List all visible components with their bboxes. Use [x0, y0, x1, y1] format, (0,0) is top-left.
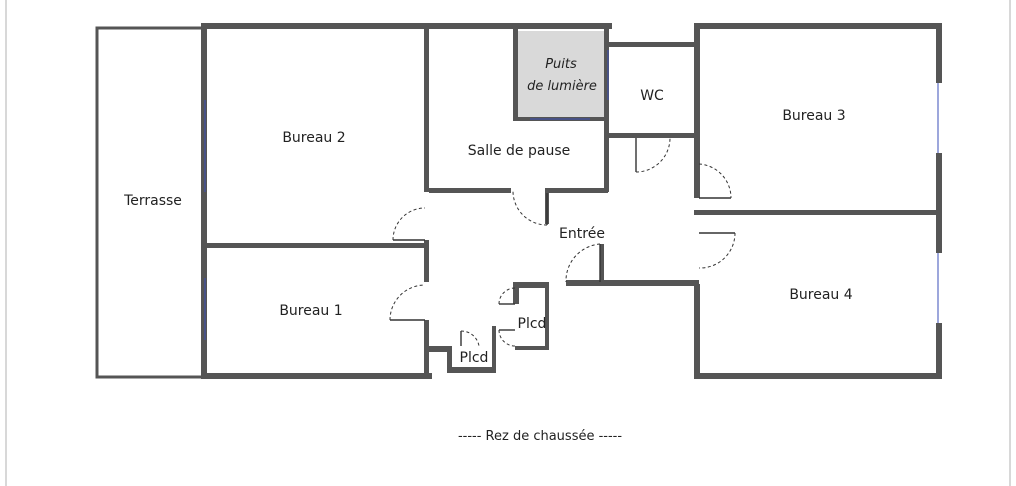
- label-salle-de-pause: Salle de pause: [468, 143, 571, 159]
- label-terrasse: Terrasse: [123, 193, 182, 209]
- door-wc-arc: [635, 137, 671, 173]
- door-entree-arc: [565, 243, 601, 283]
- door-bureau3-arc: [698, 163, 732, 199]
- label-plcd-upper: Plcd: [518, 316, 547, 332]
- door-plcd-upper2-arc: [498, 329, 516, 347]
- door-bureau4-arc: [698, 232, 736, 269]
- label-plcd-lower: Plcd: [460, 350, 489, 366]
- label-bureau4: Bureau 4: [789, 287, 852, 303]
- doors: [389, 137, 736, 347]
- door-plcd-lower-arc: [460, 330, 480, 347]
- walls: [201, 23, 942, 379]
- label-bureau2: Bureau 2: [282, 130, 345, 146]
- label-wc: WC: [640, 88, 664, 104]
- door-bureau1-arc: [389, 284, 426, 321]
- door-bureau2-arc: [392, 207, 426, 241]
- label-bureau1: Bureau 1: [279, 303, 342, 319]
- terrasse-outline: [95, 26, 201, 379]
- label-puits-line2: de lumière: [527, 79, 597, 94]
- door-plcd-upper-arc: [498, 287, 516, 305]
- plan-caption: ----- Rez de chaussée -----: [458, 429, 622, 444]
- label-puits-line1: Puits: [545, 57, 577, 72]
- label-entree: Entrée: [559, 226, 605, 242]
- door-salle-pause-arc: [512, 190, 548, 226]
- label-bureau3: Bureau 3: [782, 108, 845, 124]
- light-well-fill: [518, 31, 606, 118]
- windows: [204, 50, 939, 340]
